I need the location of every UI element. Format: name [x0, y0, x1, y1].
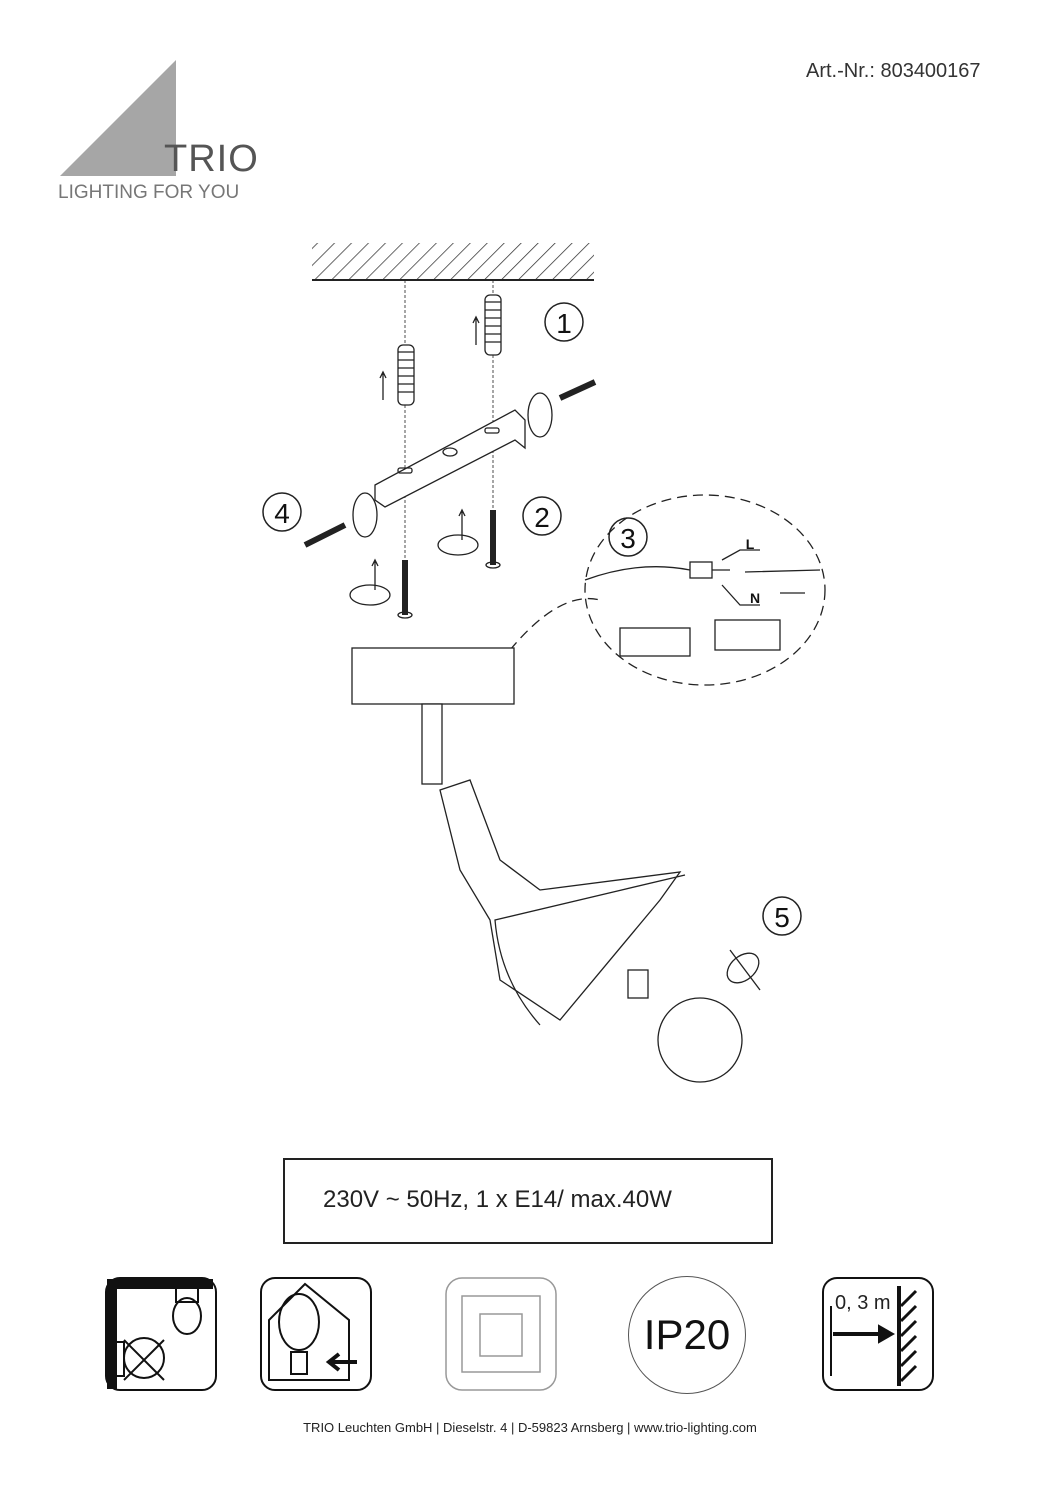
distance-label: 0, 3 m [835, 1292, 891, 1314]
screw-icon [527, 379, 597, 438]
e14-bulb-icon [627, 969, 743, 1083]
mounting-bracket [374, 409, 526, 508]
live-wire-label: L [746, 536, 755, 552]
brand-slogan: LIGHTING FOR YOU [58, 182, 240, 203]
wall-plug-icon [397, 344, 415, 406]
step-4-label: 4 [274, 498, 290, 529]
company-footer: TRIO Leuchten GmbH | Dieselstr. 4 | D-59… [303, 1420, 757, 1435]
ip20-icon: IP20 [628, 1276, 746, 1394]
wiring-detail-bubble [509, 494, 826, 686]
step-badges [262, 302, 802, 936]
screw-icon [437, 508, 501, 569]
step-5-label: 5 [774, 902, 790, 933]
neutral-wire-label: N [750, 590, 760, 606]
ceiling-canopy [351, 647, 515, 705]
lamp-shade [439, 779, 686, 1026]
step-3-label: 3 [620, 523, 636, 554]
not-for-flammable-surfaces-icon [105, 1277, 217, 1391]
trio-logo-triangle [60, 60, 176, 176]
electrical-spec: 230V ~ 50Hz, 1 x E14/ max.40W [323, 1186, 672, 1213]
lamp-arm [421, 703, 443, 785]
screw-icon [303, 492, 378, 548]
wall-plug-icon [484, 294, 502, 356]
bulb-replaceable-icon [260, 1277, 372, 1391]
protection-class-2-icon [445, 1277, 557, 1391]
article-number: Art.-Nr.: 803400167 [806, 60, 981, 82]
rotate-arrow-icon [726, 949, 761, 991]
ceiling [312, 243, 594, 281]
brand-name: TRIO [164, 138, 259, 180]
ip20-label: IP20 [628, 1276, 746, 1394]
assembly-diagram: 1 2 3 4 5 L N [262, 243, 826, 1083]
step-2-label: 2 [534, 502, 550, 533]
minimum-distance-icon: 0, 3 m [821, 1276, 935, 1392]
electrical-spec-box: 230V ~ 50Hz, 1 x E14/ max.40W [283, 1158, 773, 1244]
screw-icon [349, 558, 413, 619]
step-1-label: 1 [556, 308, 572, 339]
